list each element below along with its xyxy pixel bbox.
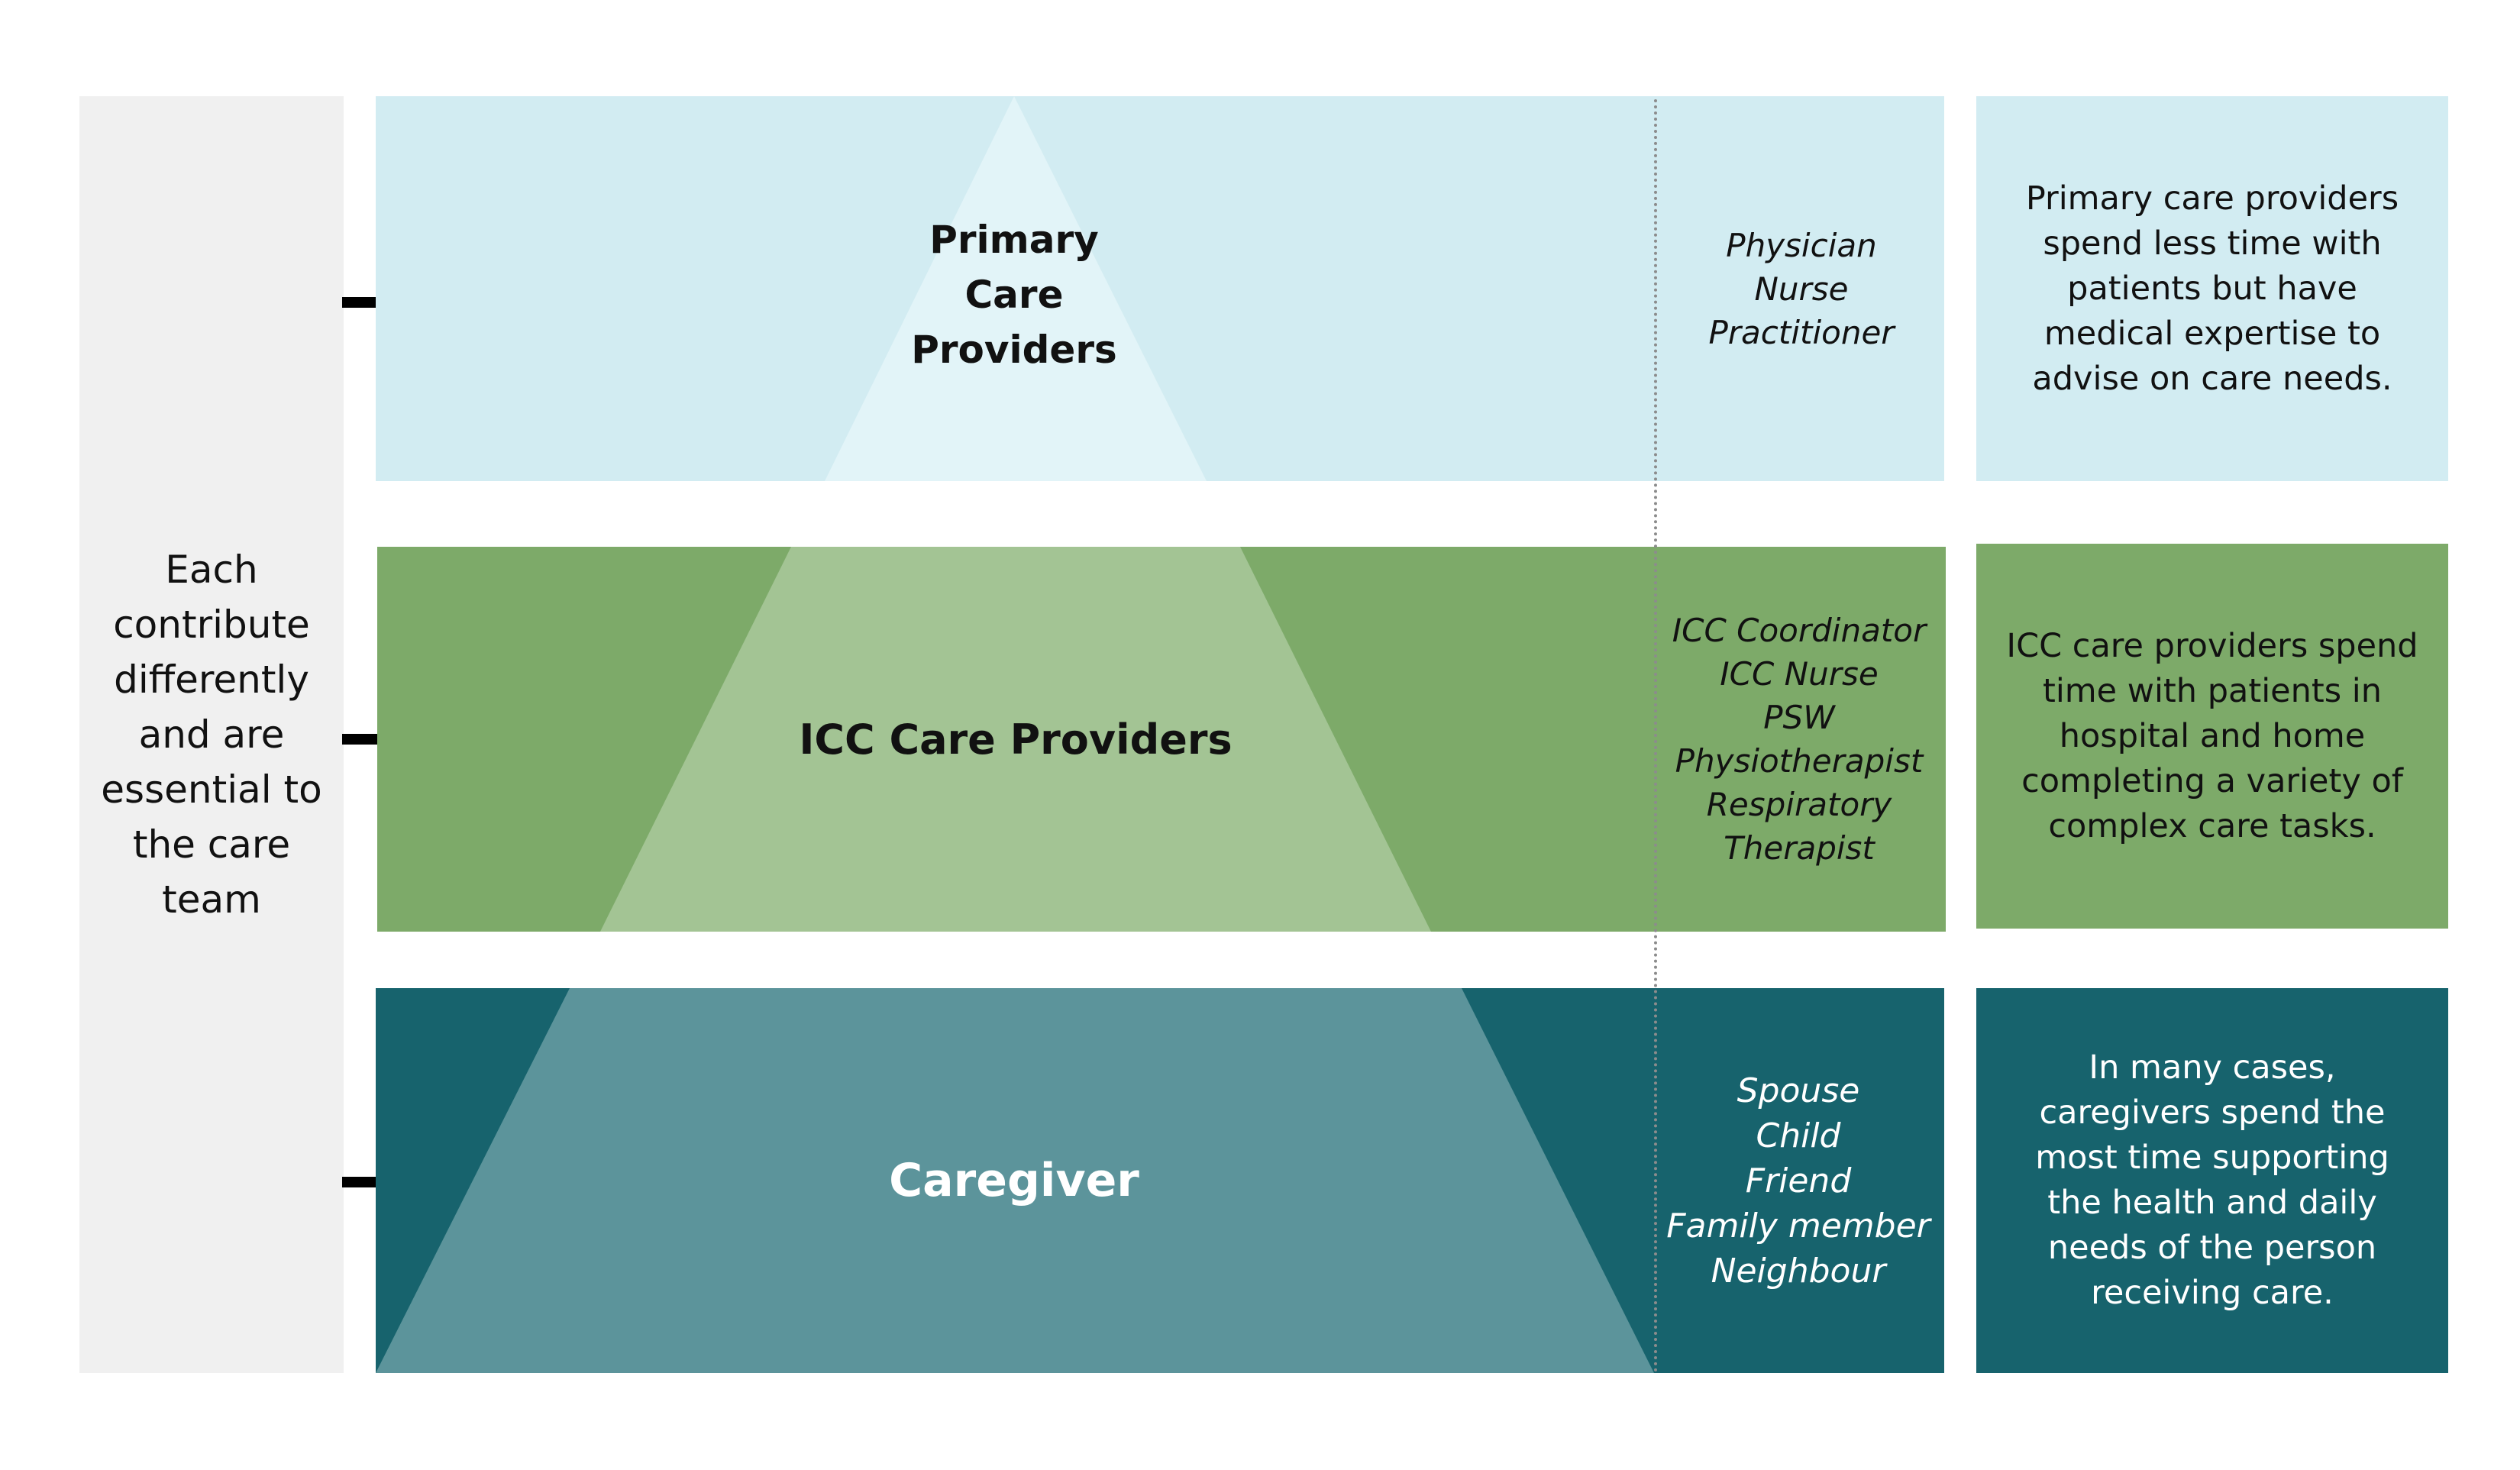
tier-title-caregiver: Caregiver	[889, 1154, 1139, 1207]
pyramid-segment-middle	[377, 547, 1946, 932]
tier-title-primary-care: Primary Care Providers	[911, 218, 1117, 372]
tier-description-box-caregiver: In many cases, caregivers spend the most…	[1976, 988, 2448, 1373]
tier-description-primary-care: Primary care providers spend less time w…	[2025, 179, 2399, 398]
tier-description-box-primary-care: Primary care providers spend less time w…	[1976, 96, 2448, 481]
tier-description-box-icc-care: ICC care providers spend time with patie…	[1976, 544, 2448, 929]
tier-title-icc-care: ICC Care Providers	[799, 715, 1233, 764]
tier-description-icc-care: ICC care providers spend time with patie…	[2006, 626, 2418, 845]
sidebar-text: Each contribute differently and are esse…	[101, 548, 322, 922]
tier-roles-caregiver: Spouse Child Friend Family member Neighb…	[1666, 1071, 1930, 1291]
tier-roles-primary-care: Physician Nurse Practitioner	[1708, 226, 1895, 351]
roles-divider	[1654, 99, 1657, 1373]
pyramid-segment-top	[376, 96, 1944, 481]
tier-band-caregiver: Caregiver Spouse Child Friend Family mem…	[376, 988, 1944, 1373]
tier-description-caregiver: In many cases, caregivers spend the most…	[2035, 1048, 2389, 1312]
tier-band-primary-care: Primary Care Providers Physician Nurse P…	[376, 96, 1944, 481]
tier-roles-icc-care: ICC Coordinator ICC Nurse PSW Physiother…	[1672, 612, 1927, 867]
tier-band-icc-care: ICC Care Providers ICC Coordinator ICC N…	[377, 547, 1946, 932]
pyramid-segment-bottom	[376, 988, 1944, 1373]
sidebar-panel: Each contribute differently and are esse…	[79, 96, 344, 1373]
